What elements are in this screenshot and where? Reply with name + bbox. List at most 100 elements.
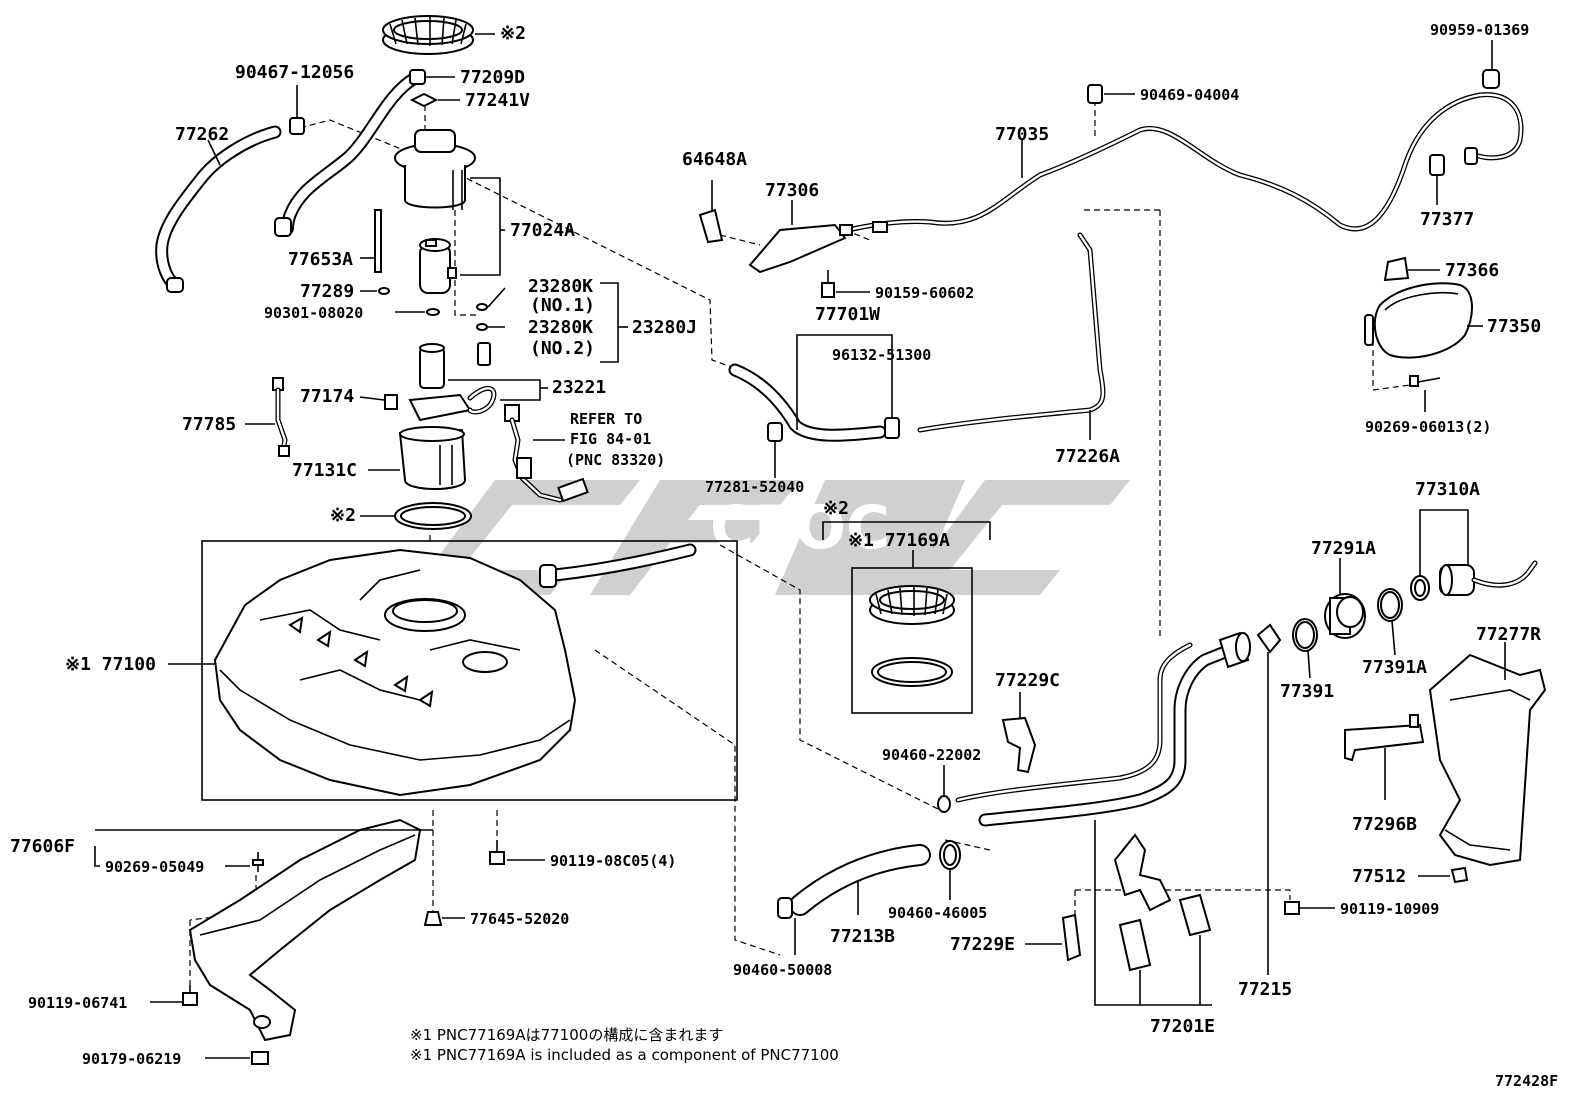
label-refer-fig: FIG 84-01 bbox=[570, 430, 651, 448]
bolt-90119-06741 bbox=[182, 985, 198, 1006]
watermark-logo: CFOC bbox=[410, 480, 1130, 595]
label-77215: 77215 bbox=[1238, 979, 1292, 1000]
hose-77262 bbox=[155, 125, 282, 293]
label-77701W: 77701W bbox=[815, 304, 880, 325]
gasket-77241V bbox=[409, 92, 439, 108]
bolt-90119-10909 bbox=[1284, 901, 1300, 915]
rod-77653A bbox=[374, 209, 382, 273]
label-77169A: ※1 77169A bbox=[848, 530, 950, 551]
label-77512: 77512 bbox=[1352, 866, 1406, 887]
label-77277R: 77277R bbox=[1476, 624, 1541, 645]
label-90269-06013: 90269-06013(2) bbox=[1365, 418, 1491, 436]
watermark-text: CFOC bbox=[710, 493, 890, 563]
label-77100: ※1 77100 bbox=[65, 654, 156, 675]
label-77310A: 77310A bbox=[1415, 479, 1480, 500]
label-90460-22002: 90460-22002 bbox=[882, 746, 981, 764]
label-77229E: 77229E bbox=[950, 934, 1015, 955]
fuel-tank-box bbox=[201, 540, 738, 801]
label-77391A: 77391A bbox=[1362, 657, 1427, 678]
label-ring-note-2: ※2 bbox=[330, 505, 356, 526]
label-90119-06741: 90119-06741 bbox=[28, 994, 127, 1012]
label-77606F: 77606F bbox=[10, 836, 75, 857]
note-english: ※1 PNC77169A is included as a component … bbox=[410, 1046, 839, 1064]
dashed-leaders bbox=[189, 100, 1411, 985]
clip-90469-04004 bbox=[1087, 84, 1103, 104]
label-no2: (NO.2) bbox=[530, 338, 595, 359]
breather-tube-77226A bbox=[917, 232, 1106, 433]
label-77281-52040: 77281-52040 bbox=[705, 478, 804, 496]
label-90301-08020: 90301-08020 bbox=[264, 304, 363, 322]
clamp-90460-46005 bbox=[939, 840, 961, 870]
clip-77215 bbox=[1256, 623, 1282, 654]
note-japanese: ※1 PNC77169Aは77100の構成に含まれます bbox=[410, 1026, 723, 1044]
diagram-id-code: 772428F bbox=[1495, 1072, 1558, 1090]
label-77226A: 77226A bbox=[1055, 446, 1120, 467]
label-90959-01369: 90959-01369 bbox=[1430, 21, 1529, 39]
wire-77785 bbox=[272, 377, 290, 457]
label-77645-52020: 77645-52020 bbox=[470, 910, 569, 928]
label-90269-05049: 90269-05049 bbox=[105, 858, 204, 876]
label-90469-04004: 90469-04004 bbox=[1140, 86, 1239, 104]
label-23280K-no2: 23280K bbox=[528, 317, 593, 338]
label-77785: 77785 bbox=[182, 414, 236, 435]
label-23280K-no1: 23280K bbox=[528, 276, 593, 297]
label-77296B: 77296B bbox=[1352, 814, 1417, 835]
kit-box-77169A bbox=[851, 567, 973, 714]
bracket-77174 bbox=[384, 385, 497, 422]
clamp-77229C bbox=[1001, 716, 1037, 774]
label-77262: 77262 bbox=[175, 124, 229, 145]
label-23280J: 23280J bbox=[632, 317, 697, 338]
label-23221: 23221 bbox=[552, 377, 606, 398]
label-77241V: 77241V bbox=[465, 90, 530, 111]
screw-90269-06013 bbox=[1409, 375, 1441, 387]
clip-90467-12056 bbox=[289, 85, 305, 135]
label-77131C: 77131C bbox=[292, 460, 357, 481]
label-77391: 77391 bbox=[1280, 681, 1334, 702]
clamp-77229E bbox=[1061, 913, 1082, 962]
hinge-77366 bbox=[1383, 256, 1410, 282]
reservoir-77131C bbox=[398, 426, 467, 490]
hose-77701W bbox=[728, 363, 900, 442]
clamp-90460-50008 bbox=[777, 897, 793, 919]
label-90119-08C05: 90119-08C05(4) bbox=[550, 852, 676, 870]
gasket-ring bbox=[394, 502, 472, 530]
label-no1: (NO.1) bbox=[530, 295, 595, 316]
label-77350: 77350 bbox=[1487, 316, 1541, 337]
label-ring-note: ※2 bbox=[500, 23, 526, 44]
lever-77306 bbox=[748, 200, 847, 274]
bolt-90119-08C05 bbox=[489, 840, 505, 865]
label-90119-10909: 90119-10909 bbox=[1340, 900, 1439, 918]
kit-gasket-77169A bbox=[871, 657, 953, 687]
fuel-lid-77350 bbox=[1364, 282, 1473, 359]
label-77291A: 77291A bbox=[1311, 538, 1376, 559]
label-77366: 77366 bbox=[1445, 260, 1499, 281]
gasket-77391A bbox=[1377, 588, 1403, 622]
oring-77289 bbox=[378, 287, 390, 295]
label-77306: 77306 bbox=[765, 180, 819, 201]
clip-77512 bbox=[1450, 866, 1469, 884]
label-77213B: 77213B bbox=[830, 926, 895, 947]
cable-77035 bbox=[839, 92, 1524, 236]
bracket-64648A bbox=[698, 180, 724, 244]
fuel-pump-23221 bbox=[419, 342, 491, 389]
label-77174: 77174 bbox=[300, 386, 354, 407]
cover-77277R bbox=[1428, 653, 1547, 867]
label-77289: 77289 bbox=[300, 281, 354, 302]
label-90460-50008: 90460-50008 bbox=[733, 961, 832, 979]
label-90467-12056: 90467-12056 bbox=[235, 62, 354, 83]
nut-90179-06219 bbox=[251, 1051, 269, 1065]
label-90460-46005: 90460-46005 bbox=[888, 904, 987, 922]
opener-77377 bbox=[1429, 147, 1478, 176]
label-96132-51300: 96132-51300 bbox=[832, 346, 931, 364]
label-refer-to: REFER TO bbox=[570, 410, 642, 428]
bracket-77296B bbox=[1344, 714, 1425, 762]
sender-wire bbox=[504, 404, 589, 503]
oring-23280K-1 bbox=[476, 303, 488, 311]
kit-ring-77169A bbox=[869, 585, 955, 625]
label-90179-06219: 90179-06219 bbox=[82, 1050, 181, 1068]
oring-23280K-2 bbox=[476, 323, 488, 331]
screw-90159-60602 bbox=[821, 270, 835, 298]
fuel-cap-77310A bbox=[1410, 560, 1538, 601]
